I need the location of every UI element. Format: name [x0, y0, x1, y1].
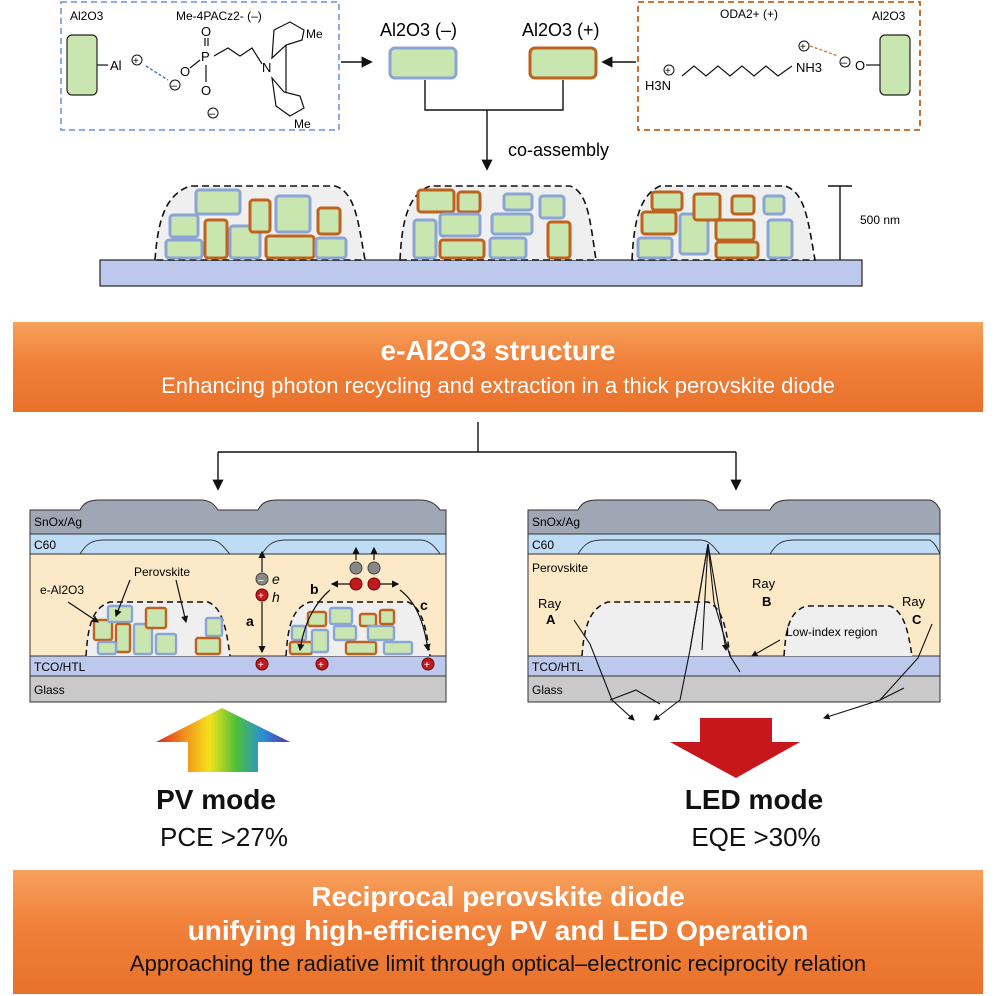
banner-structure-title: e-Al2O3 structure: [380, 335, 616, 366]
right-al2o3-particle: [879, 34, 911, 96]
pv-tco-layer: [29, 655, 447, 677]
led-c60-label: C60: [532, 538, 554, 552]
led-top-electrode: [527, 499, 941, 535]
left-ligand-box: [60, 1, 340, 131]
pv-path-b-label: b: [310, 581, 319, 597]
pv-glass-label: Glass: [34, 683, 65, 697]
low-index-label: Low-index region: [786, 625, 877, 639]
banner-reciprocal: Reciprocal perovskite diode unifying hig…: [13, 870, 983, 994]
svg-text:O: O: [201, 83, 211, 98]
pv-tco-label: TCO/HTL: [34, 660, 86, 674]
substrate: [99, 259, 863, 287]
svg-text:+: +: [258, 660, 264, 671]
pv-path-c-label: c: [420, 597, 428, 613]
top-diagram: Al2O3 Me-4PACz2- (–) Al + – O P O O – N …: [60, 1, 921, 287]
led-top-electrode-label: SnOx/Ag: [532, 515, 580, 529]
led-glass-label: Glass: [532, 683, 563, 697]
led-emission-arrow: [670, 718, 800, 778]
pv-hole-label: h: [272, 589, 280, 605]
middle-diagram: – + + + + SnOx/Ag C60 e-Al2O3 Perovskite…: [29, 422, 941, 778]
pv-glass-layer: [29, 675, 447, 703]
pv-e-al2o3-label: e-Al2O3: [40, 583, 84, 597]
left-al2o3-label: Al2O3: [70, 9, 104, 23]
left-al2o3-particle: [66, 34, 98, 96]
oda-label: ODA2+ (+): [720, 7, 778, 21]
svg-text:+: +: [800, 42, 806, 53]
mound-particles: [164, 188, 794, 260]
svg-text:–: –: [841, 57, 848, 69]
right-al2o3-label: Al2O3: [872, 9, 906, 23]
svg-text:+: +: [665, 66, 671, 77]
pv-mode-title: PV mode: [156, 784, 276, 815]
led-panel: SnOx/Ag C60 Perovskite Ray A Ray B Ray C…: [527, 499, 941, 721]
al2o3-positive-label: Al2O3 (+): [522, 20, 600, 40]
me4pacz-label: Me-4PACz2- (–): [176, 9, 262, 23]
svg-text:–: –: [171, 80, 178, 92]
al2o3-negative-label: Al2O3 (–): [380, 20, 457, 40]
led-perovskite-label: Perovskite: [532, 561, 588, 575]
svg-text:NH3: NH3: [796, 60, 822, 75]
pv-panel: – + + + + SnOx/Ag C60 e-Al2O3 Perovskite…: [29, 499, 447, 703]
led-mode-value: EQE >30%: [691, 822, 821, 852]
banner-reciprocal-line1: Reciprocal perovskite diode: [311, 881, 685, 912]
svg-text:H3N: H3N: [645, 78, 671, 93]
svg-text:+: +: [318, 660, 324, 671]
pv-path-a-label: a: [246, 613, 254, 629]
co-assembly-label: co-assembly: [508, 140, 609, 160]
pv-top-electrode-label: SnOx/Ag: [34, 515, 82, 529]
svg-text:Al: Al: [110, 58, 122, 73]
ray-c-label: Ray: [902, 594, 926, 609]
ray-b-label: Ray: [752, 576, 776, 591]
svg-text:+: +: [133, 56, 139, 67]
led-low-index-2: [783, 605, 913, 657]
pv-perovskite-label: Perovskite: [134, 565, 190, 579]
led-tco-layer: [527, 655, 941, 677]
svg-text:Me: Me: [294, 117, 311, 131]
svg-text:O: O: [201, 24, 211, 39]
pv-mode-value: PCE >27%: [160, 822, 288, 852]
pv-c60-layer: [29, 533, 447, 555]
pv-light-arrow: [156, 708, 290, 772]
svg-text:–: –: [209, 108, 216, 120]
al2o3-positive-particle: [528, 46, 598, 80]
banner-structure: e-Al2O3 structure Enhancing photon recyc…: [13, 322, 983, 412]
ray-b-letter: B: [762, 594, 771, 609]
thickness-label: 500 nm: [860, 213, 900, 227]
pv-top-electrode: [29, 499, 447, 535]
led-glass-layer: [527, 675, 941, 703]
led-tco-label: TCO/HTL: [532, 660, 584, 674]
svg-text:Me: Me: [306, 27, 323, 41]
banner-reciprocal-line3: Approaching the radiative limit through …: [129, 951, 867, 976]
ray-a-label: Ray: [538, 596, 562, 611]
svg-text:+: +: [258, 591, 264, 602]
banner-structure-subtitle: Enhancing photon recycling and extractio…: [161, 373, 835, 398]
right-ligand-box: [637, 1, 921, 131]
led-mode-title: LED mode: [684, 784, 824, 815]
svg-text:O: O: [855, 58, 865, 73]
pv-electron-label: e: [272, 571, 280, 587]
ray-c-letter: C: [912, 612, 922, 627]
pv-c60-label: C60: [34, 538, 56, 552]
svg-text:N: N: [262, 60, 271, 75]
svg-text:P: P: [201, 49, 210, 64]
banner-reciprocal-line2: unifying high-efficiency PV and LED Oper…: [187, 915, 809, 946]
svg-text:O: O: [180, 64, 190, 79]
al2o3-negative-particle: [388, 46, 458, 80]
led-c60-layer: [527, 533, 941, 555]
svg-text:+: +: [424, 660, 430, 671]
led-low-index-1: [581, 601, 731, 657]
svg-text:–: –: [258, 575, 264, 586]
ray-a-letter: A: [546, 612, 556, 627]
